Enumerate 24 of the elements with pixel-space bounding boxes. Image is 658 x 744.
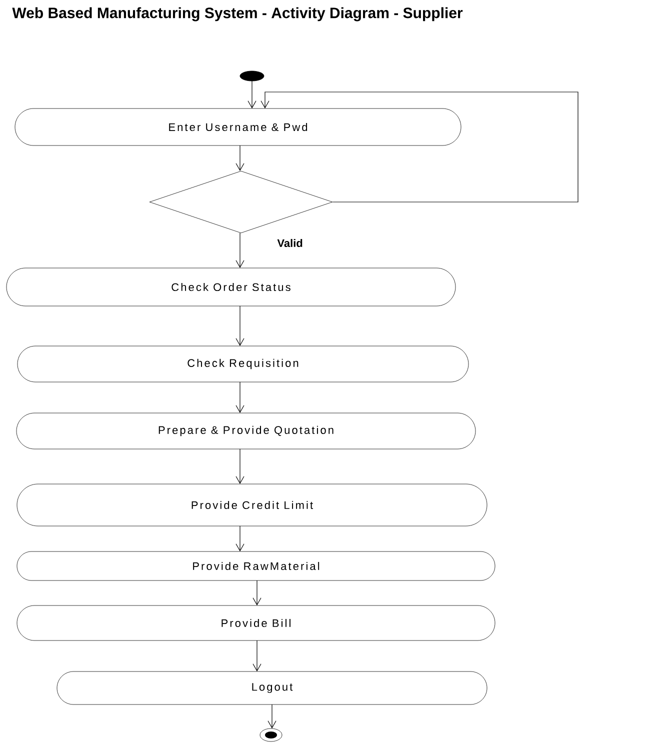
activity-box: Check Requisition [17,346,469,382]
edge-label: Valid [276,238,304,248]
arrow [236,306,244,346]
activity-box: Logout [56,671,488,705]
arrow [260,92,578,202]
arrow [236,526,244,552]
arrow [236,145,244,172]
activity-box: Provide RawMaterial [16,551,496,581]
start-dot [240,70,264,82]
arrow [252,640,262,672]
arrow [236,382,244,413]
arrow [252,580,262,606]
activity-box: Enter Username & Pwd [14,108,462,146]
end-bullseye [260,728,282,742]
activity-box: Provide Credit Limit [16,484,488,526]
activity-box: Prepare & Provide Quotation [16,412,476,450]
activity-box: Provide Bill [16,605,496,641]
arrow [248,80,256,108]
decision-diamond [149,170,333,234]
arrow [268,704,276,728]
activity-box: Check Order Status [6,268,456,306]
title: Web Based Manufacturing System - Activity Diagram - Supplier [12,7,463,22]
arrow [236,448,244,484]
arrow [236,232,244,268]
